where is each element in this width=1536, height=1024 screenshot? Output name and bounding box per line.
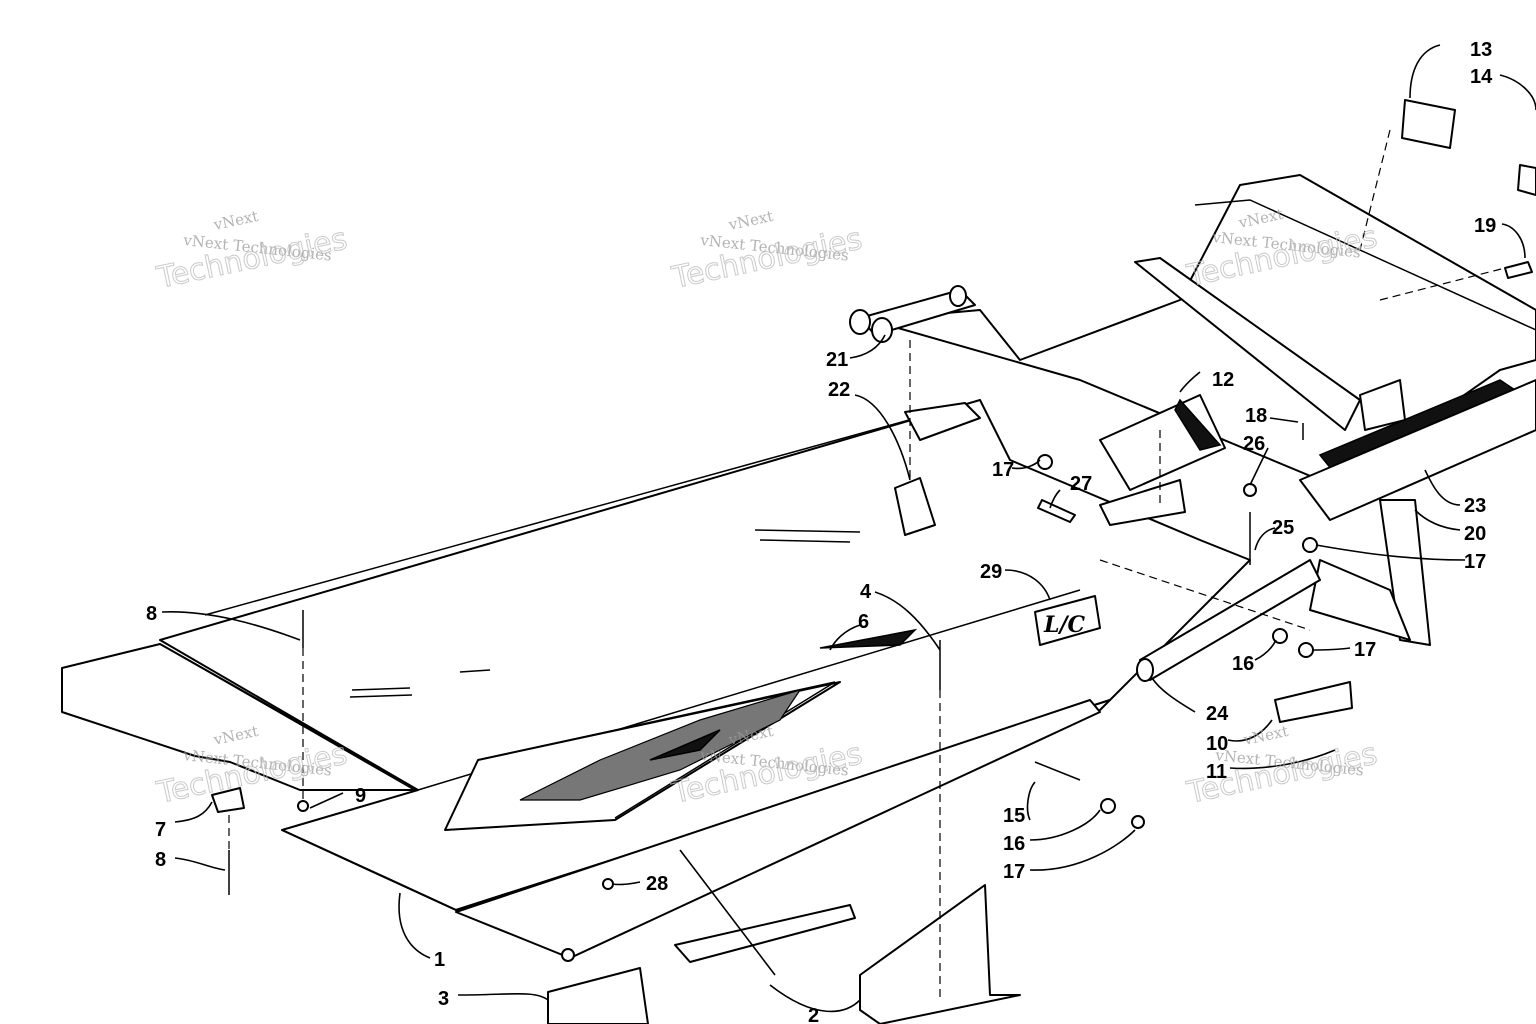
callout-numbers: 1 2 3 4 6 7 8 8 9 10 11 12 13 14 15 16 1… [146,39,1496,1024]
reflector-10 [1274,681,1353,723]
callout-20: 20 [1464,523,1486,545]
callout-18: 18 [1245,405,1267,427]
callout-12: 12 [1212,369,1234,391]
watermark-top-left: vNext vNext Technologies Technologies [153,207,351,297]
callout-19: 19 [1474,215,1496,237]
block-27 [1099,479,1186,526]
callout-16-bottom: 16 [1003,833,1025,855]
callout-17-right: 17 [1354,639,1376,661]
callout-22: 22 [828,379,850,401]
watermark-top-word: vNext [211,207,260,234]
callout-24: 24 [1206,703,1229,725]
washer-icon [1243,483,1257,497]
callout-17-mid: 17 [992,459,1014,481]
side-decal [444,628,918,831]
callout-9: 9 [355,785,366,807]
callout-8-bottom: 8 [155,849,166,871]
callout-10: 10 [1206,733,1228,755]
callout-27: 27 [1070,473,1092,495]
tunnel-assembly [61,399,1251,962]
rivet-icon [602,878,614,890]
watermark-top-word: vNext [1241,722,1290,749]
assembly-lines [228,129,1506,1000]
callout-8-top: 8 [146,603,157,625]
rivet-icon [297,800,309,812]
bolt-19 [1504,261,1533,279]
callout-7: 7 [155,819,166,841]
rear-frame [849,174,1536,646]
callout-1: 1 [434,949,445,971]
watermark-top-center: vNext vNext Technologies Technologies [668,207,866,297]
callout-11: 11 [1206,761,1227,783]
plate-3 [547,967,649,1024]
callout-28: 28 [646,873,668,895]
callout-14: 14 [1470,66,1493,88]
insert-22 [894,477,936,536]
nut-icon [1298,642,1314,658]
nut-icon [1302,537,1318,553]
callout-2: 2 [808,1005,819,1024]
watermark-top-word: vNext [726,207,775,234]
callout-4: 4 [860,581,872,603]
callout-29: 29 [980,561,1002,583]
nut-icon [1131,815,1145,829]
emblem-text: L/C [1043,612,1086,638]
callout-21: 21 [826,349,848,371]
washer-icon [1100,798,1116,814]
callout-15: 15 [1003,805,1025,827]
nut-icon [1037,454,1053,470]
watermark-big: Technologies [668,222,865,297]
callout-6: 6 [858,611,869,633]
callout-3: 3 [438,988,449,1010]
callout-25: 25 [1272,517,1294,539]
callout-16-right: 16 [1232,653,1254,675]
bolt-27 [1037,499,1076,523]
lc-emblem: L/C [1034,595,1101,646]
watermark-big: Technologies [153,222,350,297]
washer-icon [1272,628,1288,644]
clip-7 [211,787,245,813]
callout-17-bottom: 17 [1003,861,1025,883]
callout-26: 26 [1243,433,1265,455]
callout-17-rear: 17 [1464,551,1486,573]
callout-23: 23 [1464,495,1486,517]
leader-lines [161,44,1536,1013]
callout-13: 13 [1470,39,1492,61]
plate-13 [1401,99,1456,149]
plate-14 [1517,164,1536,196]
